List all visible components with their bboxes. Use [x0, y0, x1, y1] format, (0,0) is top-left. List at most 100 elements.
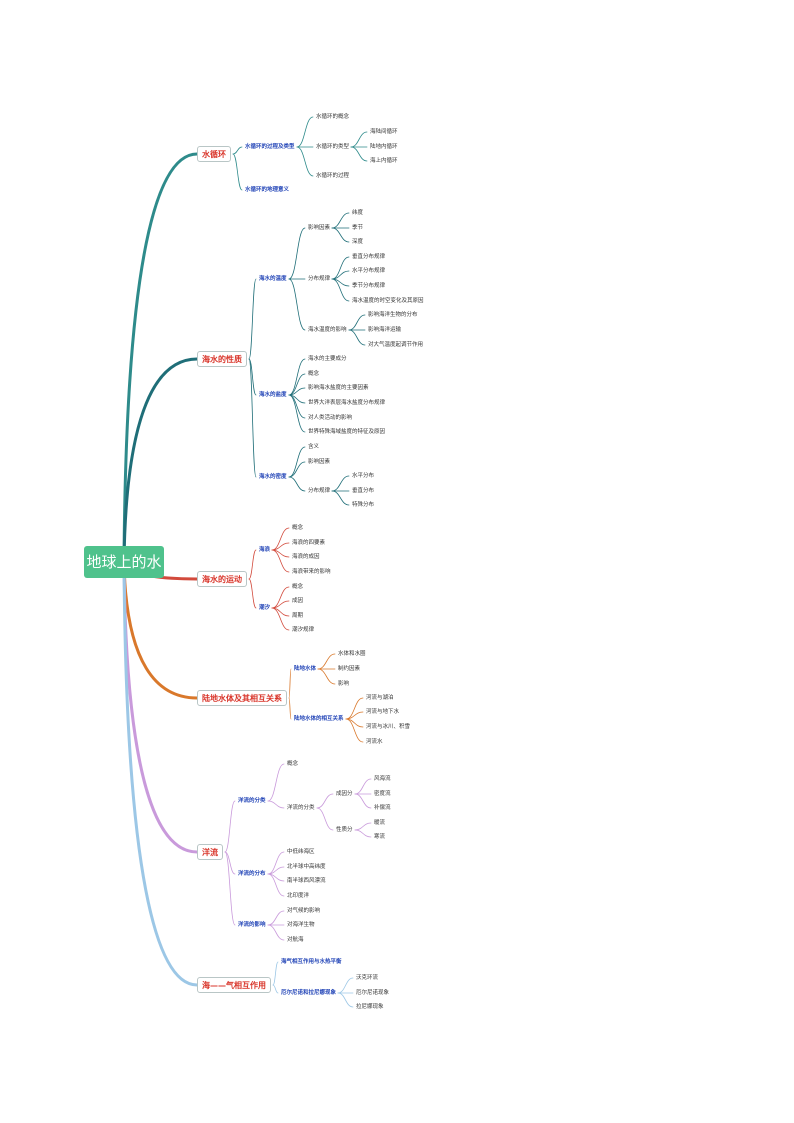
leaf-temp-factors[interactable]: 影响因素 [308, 225, 331, 231]
leaf-salinity-factors[interactable]: 影响海水盐度的主要因素 [308, 385, 369, 391]
leaf-seasonal-distribution[interactable]: 季节分布规律 [352, 283, 386, 289]
leaf-water-cycle-stages[interactable]: 水循环的过程 [316, 173, 350, 179]
leaf-season[interactable]: 季节 [352, 225, 364, 231]
leaf-tide-pattern[interactable]: 潮汐规律 [292, 627, 315, 633]
leaf-shipping[interactable]: 影响海洋运输 [368, 327, 402, 333]
leaf-marine-life-impact[interactable]: 对海洋生物 [287, 922, 315, 928]
leaf-north-high-latitudes[interactable]: 北半球中高纬度 [287, 864, 326, 870]
leaf-air-temp[interactable]: 对大气温度起调节作用 [368, 342, 424, 348]
branch-sea-air-interaction[interactable]: 海——气相互作用 [197, 977, 271, 993]
topic-waves[interactable]: 海浪 [259, 547, 271, 553]
leaf-temp-variation[interactable]: 海水温度的时空变化及其原因 [352, 298, 424, 304]
leaf-navigation-impact[interactable]: 对航海 [287, 937, 304, 943]
leaf-special-sea-salinity[interactable]: 世界特殊海域盐度的特征及原因 [308, 429, 386, 435]
leaf-wind-driven[interactable]: 风海流 [374, 776, 391, 782]
leaf-land-water-impact[interactable]: 影响 [338, 681, 350, 687]
branch-seawater-properties[interactable]: 海水的性质 [197, 351, 247, 367]
leaf-cold-current[interactable]: 寒流 [374, 834, 386, 840]
leaf-river-glacier[interactable]: 河流与冰川、积雪 [366, 724, 411, 730]
connector-branch-water-cycle [122, 152, 199, 564]
leaf-density-vertical[interactable]: 垂直分布 [352, 488, 375, 494]
topic-seawater-density[interactable]: 海水的密度 [259, 474, 287, 480]
leaf-salt-composition[interactable]: 海水的主要成分 [308, 356, 347, 362]
leaf-north-indian-ocean[interactable]: 北印度洋 [287, 893, 310, 899]
topic-water-cycle-significance[interactable]: 水循环的地理意义 [245, 187, 290, 193]
leaf-tide-cause[interactable]: 成因 [292, 598, 304, 604]
leaf-density-meaning[interactable]: 含义 [308, 444, 320, 450]
leaf-by-nature[interactable]: 性质分 [336, 827, 353, 833]
connector-topic-enso-leaf-la-nina [337, 992, 354, 1008]
branch-water-cycle[interactable]: 水循环 [197, 146, 231, 162]
leaf-low-mid-latitudes[interactable]: 中低纬海区 [287, 849, 315, 855]
connector-branch-sea-air-interaction [122, 560, 199, 987]
leaf-marine-life[interactable]: 影响海洋生物的分布 [368, 312, 418, 318]
leaf-el-nino[interactable]: 厄尔尼诺现象 [356, 990, 390, 996]
leaf-current-concept[interactable]: 概念 [287, 761, 299, 767]
connector-topic-current-impact-leaf-climate-impact [267, 910, 285, 926]
connector-topic-seawater-salinity-leaf-salt-composition [288, 358, 306, 396]
leaf-river-water[interactable]: 河流水 [366, 739, 383, 745]
leaf-hydrosphere[interactable]: 水体和水圈 [338, 651, 366, 657]
leaf-by-cause[interactable]: 成因分 [336, 791, 353, 797]
leaf-constraints[interactable]: 制约因素 [338, 666, 361, 672]
leaf-water-cycle-types[interactable]: 水循环的类型 [316, 144, 350, 150]
leaf-horizontal-distribution[interactable]: 水平分布规律 [352, 268, 386, 274]
leaf-salinity-distribution[interactable]: 世界大洋表层海水盐度分布规律 [308, 400, 386, 406]
topic-land-water-bodies[interactable]: 陆地水体 [294, 666, 317, 672]
leaf-density-horizontal[interactable]: 水平分布 [352, 473, 375, 479]
leaf-density-distribution[interactable]: 分布规律 [308, 488, 331, 494]
topic-enso[interactable]: 厄尔尼诺和拉尼娜现象 [281, 990, 337, 996]
leaf-warm-current[interactable]: 暖流 [374, 820, 386, 826]
leaf-tide-concept[interactable]: 概念 [292, 584, 304, 590]
leaf-density-special[interactable]: 特殊分布 [352, 502, 375, 508]
leaf-west-wind-drift[interactable]: 南半球西风漂流 [287, 878, 326, 884]
leaf-latitude[interactable]: 纬度 [352, 210, 364, 216]
leaf-compensation-current[interactable]: 补偿流 [374, 805, 391, 811]
branch-land-water[interactable]: 陆地水体及其相互关系 [197, 690, 287, 706]
leaf-water-cycle-concept[interactable]: 水循环的概念 [316, 114, 350, 120]
leaf-density-current[interactable]: 密度流 [374, 791, 391, 797]
leaf-wave-concept[interactable]: 概念 [292, 525, 304, 531]
connector-topic-tides-leaf-tide-concept [271, 586, 290, 609]
branch-seawater-motion[interactable]: 海水的运动 [197, 571, 247, 587]
leaf-wave-elements[interactable]: 海浪的四要素 [292, 540, 326, 546]
topic-heat-water-balance[interactable]: 海气相互作用与水热平衡 [281, 959, 342, 965]
topic-land-water-relations[interactable]: 陆地水体的相互关系 [294, 716, 344, 722]
leaf-salinity-concept[interactable]: 概念 [308, 371, 320, 377]
leaf-current-types[interactable]: 洋流的分类 [287, 805, 315, 811]
leaf-land-cycle[interactable]: 陆地内循环 [370, 144, 398, 150]
leaf-wave-impact[interactable]: 海浪带来的影响 [292, 569, 331, 575]
leaf-sea-land-cycle[interactable]: 海陆间循环 [370, 129, 398, 135]
connector-topic-seawater-salinity-leaf-salinity-concept [288, 373, 306, 396]
topic-current-impact[interactable]: 洋流的影响 [238, 922, 266, 928]
root-topic[interactable]: 地球上的水 [84, 546, 164, 578]
connector-topic-waves-leaf-wave-impact [271, 549, 290, 573]
topic-current-classification[interactable]: 洋流的分类 [238, 798, 266, 804]
connector-branch-ocean-currents-topic-current-classification [224, 800, 236, 853]
topic-current-distribution[interactable]: 洋流的分布 [238, 871, 266, 877]
leaf-salinity-human-impact[interactable]: 对人类活动的影响 [308, 415, 353, 421]
leaf-sea-cycle[interactable]: 海上内循环 [370, 158, 398, 164]
leaf-climate-impact[interactable]: 对气候的影响 [287, 908, 321, 914]
leaf-temp-impact[interactable]: 海水温度的影响 [308, 327, 347, 333]
leaf-vertical-distribution[interactable]: 垂直分布规律 [352, 254, 386, 260]
leaf-depth[interactable]: 深度 [352, 239, 364, 245]
connector-leaf-temp-impact-leaf-air-temp [348, 329, 366, 346]
connector-topic-seawater-density-leaf-density-factors [288, 461, 306, 478]
topic-seawater-salinity[interactable]: 海水的盐度 [259, 392, 287, 398]
topic-tides[interactable]: 潮汐 [259, 605, 271, 611]
topic-seawater-temperature[interactable]: 海水的温度 [259, 276, 287, 282]
leaf-tide-period[interactable]: 周期 [292, 613, 304, 619]
topic-water-cycle-process[interactable]: 水循环的过程及类型 [245, 144, 295, 150]
leaf-density-factors[interactable]: 影响因素 [308, 459, 331, 465]
leaf-river-lake[interactable]: 河流与湖泊 [366, 695, 394, 701]
leaf-wave-cause[interactable]: 海浪的成因 [292, 554, 320, 560]
leaf-river-groundwater[interactable]: 河流与地下水 [366, 709, 400, 715]
leaf-la-nina[interactable]: 拉尼娜现象 [356, 1004, 384, 1010]
leaf-temp-distribution[interactable]: 分布规律 [308, 276, 331, 282]
connector-topic-current-distribution-leaf-low-mid-latitudes [267, 851, 285, 875]
branch-ocean-currents[interactable]: 洋流 [197, 844, 223, 860]
connector-branch-water-cycle-topic-water-cycle-significance [232, 153, 243, 191]
connector-branch-ocean-currents-topic-current-impact [224, 851, 236, 926]
leaf-walker-circulation[interactable]: 沃克环流 [356, 975, 379, 981]
